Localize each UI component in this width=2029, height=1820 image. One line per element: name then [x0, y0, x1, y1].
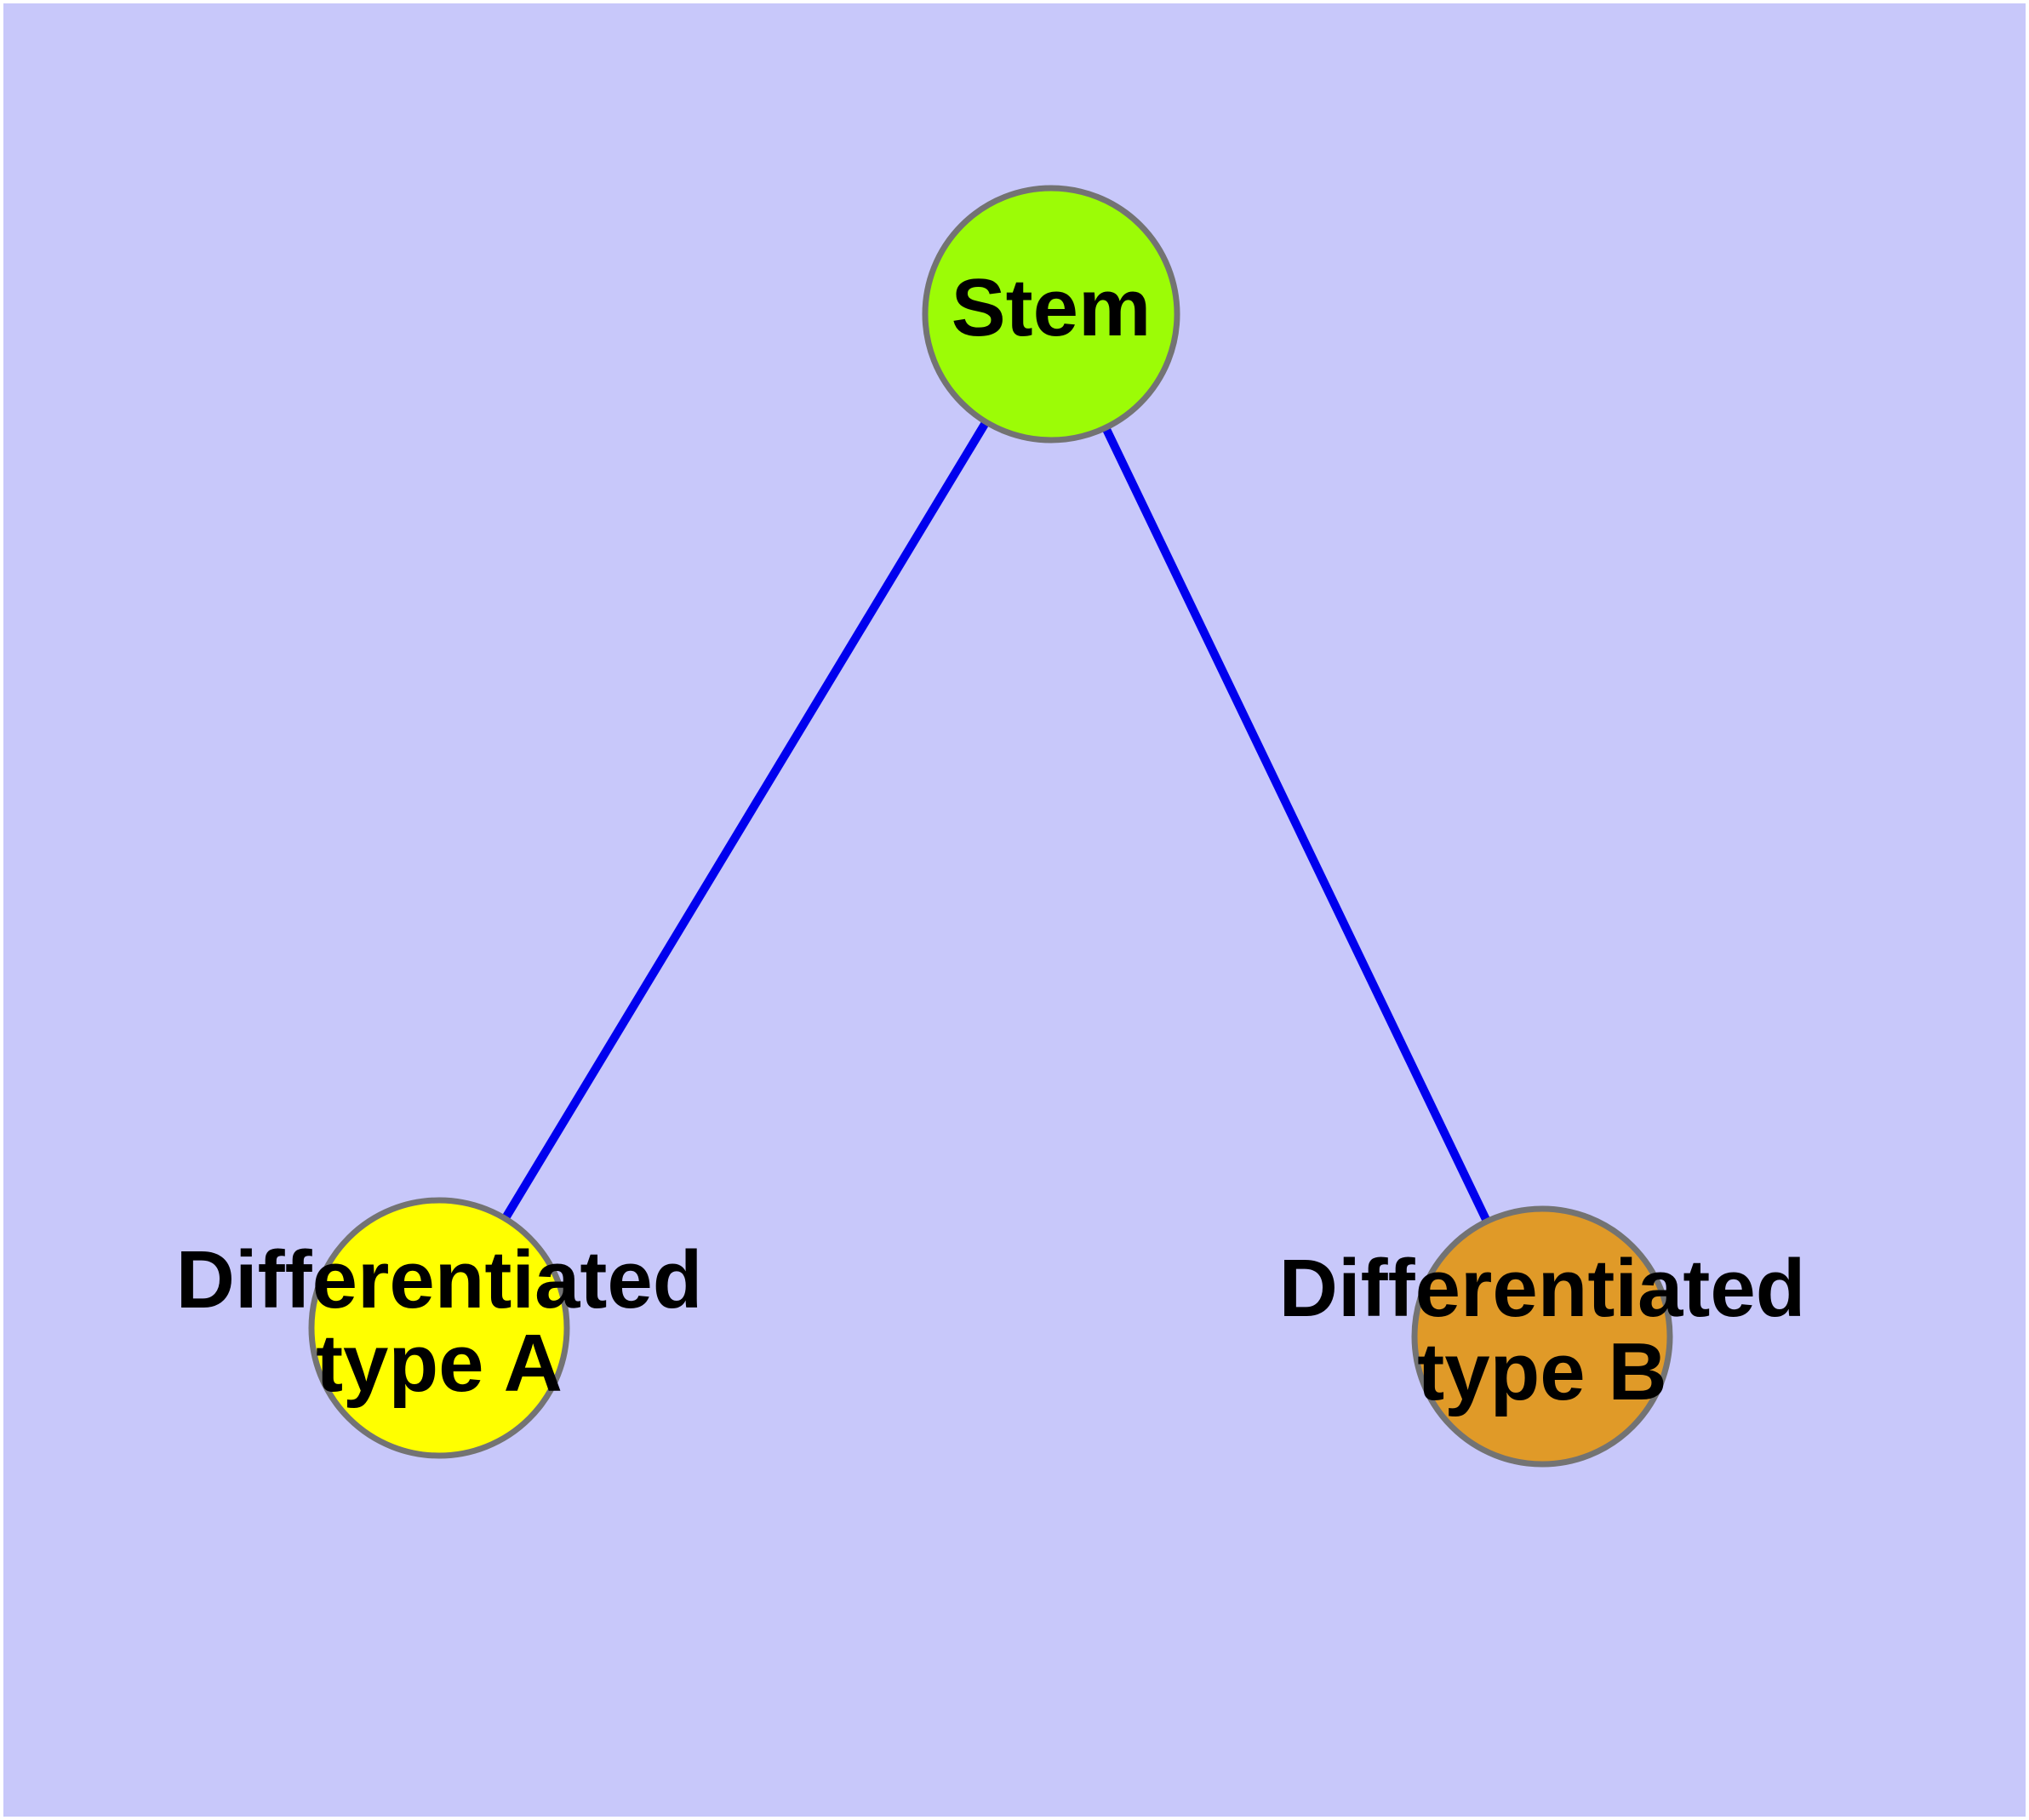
node-layer	[308, 185, 1673, 1468]
graph-node-diff_b[interactable]	[1411, 1205, 1673, 1468]
graph-node-label-line: Differentiated	[1279, 1243, 1806, 1334]
graph-node-label-line: type B	[1417, 1326, 1666, 1417]
graph-node-label-line: type A	[316, 1318, 563, 1409]
graph-node-diff_a[interactable]	[308, 1197, 570, 1459]
graph-node-label-line: Differentiated	[176, 1234, 703, 1325]
graph-node-label-stem: Stem	[952, 262, 1152, 353]
edge-layer	[501, 420, 1491, 1223]
graph-edge-stem-to-a[interactable]	[501, 420, 990, 1221]
graph-node-label-line: Stem	[952, 262, 1152, 353]
graph-edge-stem-to-b[interactable]	[1102, 426, 1491, 1223]
graph-node-stem[interactable]	[922, 185, 1180, 444]
